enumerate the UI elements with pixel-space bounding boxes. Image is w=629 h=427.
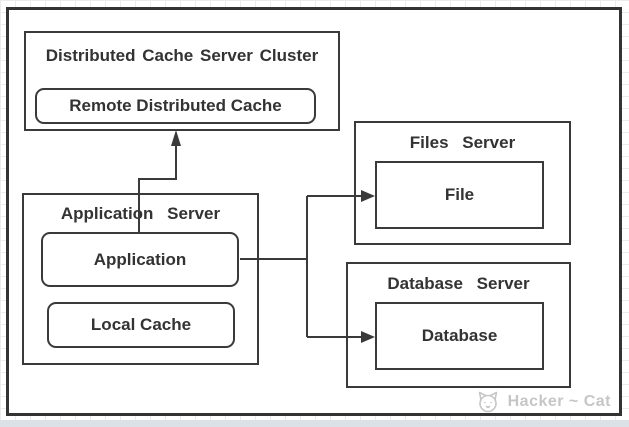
files-server-title: Files Server [409,133,516,152]
application-label: Application [93,249,187,269]
node-distributed-cache-server-cluster: Distributed Cache Server Cluster Remote … [24,31,340,131]
hacker-cat-logo-icon [475,389,501,415]
node-database: Database [375,302,544,370]
file-label: File [444,185,475,204]
watermark-text: Hacker ~ Cat [507,393,611,410]
remote-distributed-cache-label: Remote Distributed Cache [69,96,282,115]
node-file: File [375,161,544,229]
node-application-server: Application Server Application Local Cac… [22,193,259,365]
application-server-title: Application Server [60,204,221,223]
node-local-cache: Local Cache [47,302,235,348]
node-database-server: Database Server Database [346,262,571,388]
local-cache-label: Local Cache [90,315,192,334]
node-application: Application [41,232,239,287]
node-files-server: Files Server File [354,121,571,245]
database-label: Database [421,326,498,345]
bottom-strip [0,420,629,427]
database-server-title: Database Server [387,274,530,293]
cluster-title: Distributed Cache Server Cluster [45,46,319,65]
watermark: Hacker ~ Cat [475,389,611,415]
node-remote-distributed-cache: Remote Distributed Cache [35,88,316,124]
